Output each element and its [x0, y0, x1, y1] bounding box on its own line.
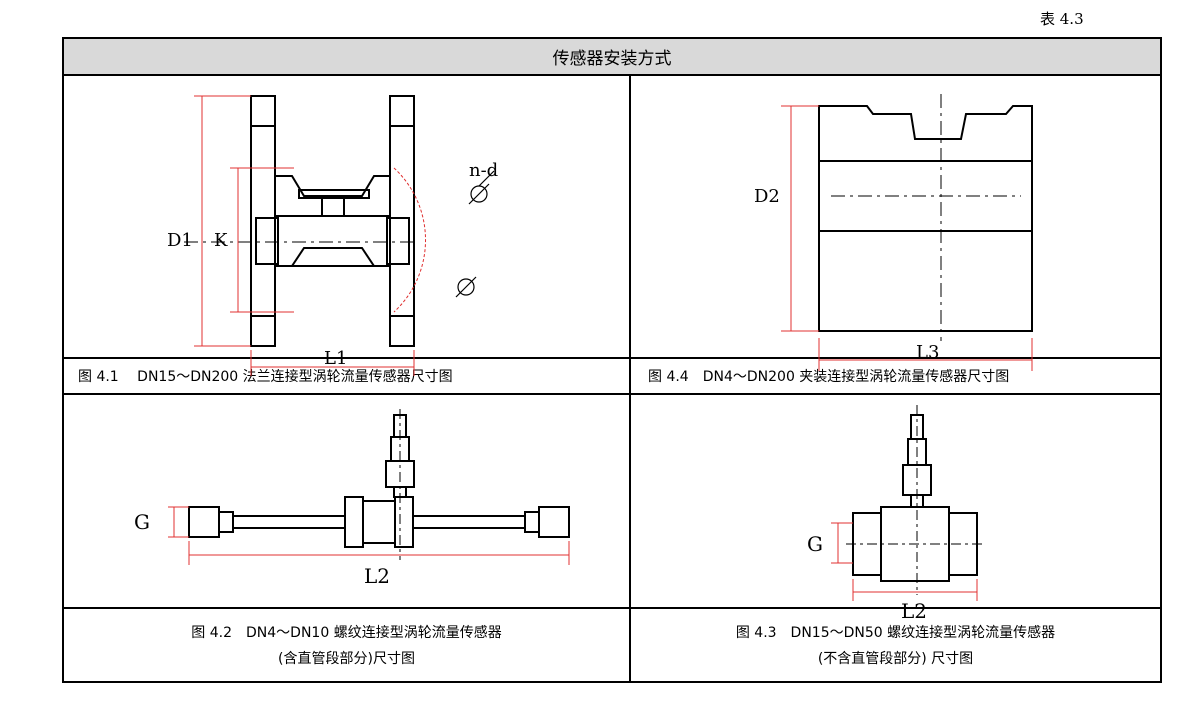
label-g-fig-4-2: G	[134, 510, 150, 534]
table-label: 表 4.3	[1040, 10, 1084, 28]
installation-table: 传感器安装方式 图 4.1 DN15～DN200 法兰连接型涡轮流量传感器尺寸图…	[62, 37, 1162, 683]
label-l2-fig-4-2: L2	[364, 564, 390, 588]
figure-wafer-sensor: D2 L3	[754, 94, 1033, 371]
figure-threaded-sensor-without-pipe: G L2	[807, 405, 986, 623]
figure-flange-sensor: D1 K n-d L1	[167, 95, 498, 376]
caption-fig-4-1: 图 4.1 DN15～DN200 法兰连接型涡轮流量传感器尺寸图	[78, 369, 453, 385]
label-g-fig-4-3: G	[807, 532, 823, 556]
row-divider-1	[64, 357, 1160, 359]
row-divider-3	[64, 607, 1160, 609]
row-divider-2	[64, 393, 1160, 395]
caption-fig-4-4: 图 4.4 DN4～DN200 夹装连接型涡轮流量传感器尺寸图	[648, 369, 1010, 385]
label-l1: L1	[324, 348, 347, 369]
caption-fig-4-2-line2: (含直管段部分)尺寸图	[278, 651, 415, 667]
caption-fig-4-3-line1: 图 4.3 DN15～DN50 螺纹连接型涡轮流量传感器	[735, 625, 1056, 641]
label-d1: D1	[167, 230, 193, 251]
caption-fig-4-3: 图 4.3 DN15～DN50 螺纹连接型涡轮流量传感器 (不含直管段部分) 尺…	[631, 609, 1160, 683]
figure-threaded-sensor-with-pipe: G L2	[134, 409, 570, 588]
table-title: 传感器安装方式	[64, 39, 1160, 76]
label-l3: L3	[916, 342, 939, 363]
label-d2: D2	[754, 186, 780, 207]
column-divider	[629, 76, 631, 683]
label-k: K	[214, 230, 228, 251]
caption-fig-4-2: 图 4.2 DN4～DN10 螺纹连接型涡轮流量传感器 (含直管段部分)尺寸图	[64, 609, 629, 683]
label-l2-fig-4-3: L2	[901, 599, 927, 623]
caption-fig-4-2-line1: 图 4.2 DN4～DN10 螺纹连接型涡轮流量传感器	[191, 625, 502, 641]
label-n-d: n-d	[469, 160, 498, 181]
caption-fig-4-3-line2: (不含直管段部分) 尺寸图	[817, 651, 974, 667]
